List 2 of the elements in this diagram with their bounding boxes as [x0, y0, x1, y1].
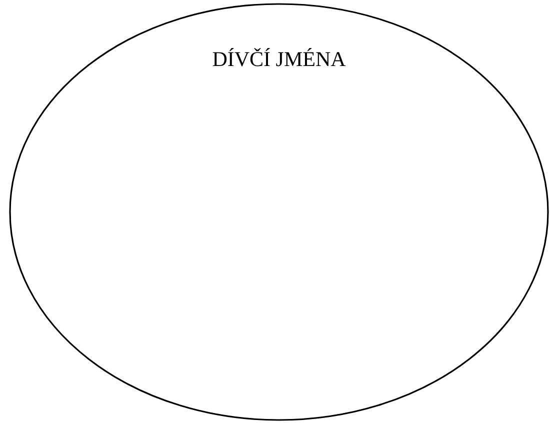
ellipse-shape — [9, 3, 549, 421]
heading-text: DÍVČÍ JMÉNA — [212, 47, 346, 71]
